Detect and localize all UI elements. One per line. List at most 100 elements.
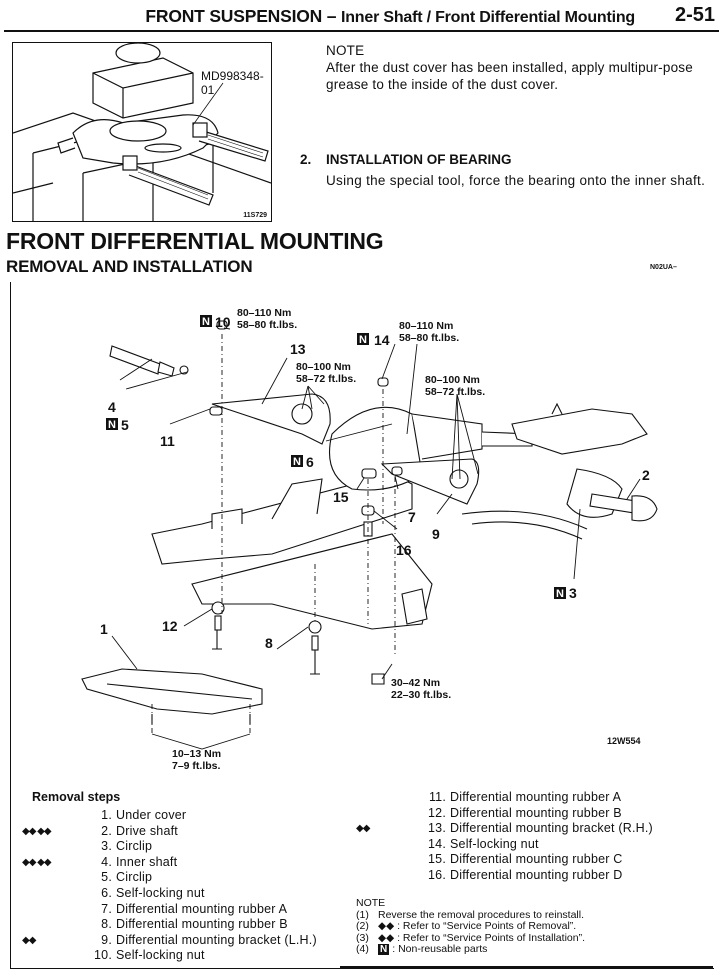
nut-14 <box>377 377 389 387</box>
callout-5: 5 <box>121 417 129 433</box>
torque-10-ftlbs: 58–80 ft.lbs. <box>237 319 297 331</box>
step-item: 7.Differential mounting rubber A <box>101 901 288 916</box>
upper-arm-part <box>511 408 648 455</box>
diagram-drawing <box>81 320 658 724</box>
rubber-11 <box>209 406 223 416</box>
section-code: N02UA– <box>650 264 677 271</box>
removal-steps-right: 11.Differential mounting rubber A 12.Dif… <box>356 790 706 884</box>
callout-3: 3 <box>569 585 577 601</box>
callout-15: 15 <box>333 489 349 505</box>
rubber-15 <box>361 468 377 479</box>
note-legend-item: (2)◆◆ : Refer to “Service Points of Remo… <box>356 920 577 933</box>
crossmember-part <box>151 473 413 565</box>
note-dust-cover: NOTE After the dust cover has been insta… <box>326 42 706 93</box>
torque-specs: 80–110 Nm 58–80 ft.lbs. 80–110 Nm 58–80 … <box>172 307 641 772</box>
step-item: 5.Circlip <box>101 870 153 885</box>
note-legend-item: (3)◆◆ : Refer to “Service Points of Inst… <box>356 931 585 944</box>
callout-1: 1 <box>100 621 108 637</box>
torque-14-ftlbs: 58–80 ft.lbs. <box>399 332 459 344</box>
callout-7: 7 <box>408 509 416 525</box>
callout-6: 6 <box>306 454 314 470</box>
tool-part-number: MD998348-01 <box>201 69 264 97</box>
section-title: FRONT DIFFERENTIAL MOUNTING <box>6 228 384 254</box>
header-section: FRONT SUSPENSION <box>145 6 323 26</box>
step-item: 11.Differential mounting rubber A <box>428 790 622 804</box>
nonreusable-marker-6: N <box>293 456 301 468</box>
removal-steps-left: 1.Under cover ◆◆ ◆◆2.Drive shaft 3.Circl… <box>22 808 352 964</box>
callout-14: 14 <box>374 332 390 348</box>
step-item: 8.Differential mounting rubber B <box>101 917 288 932</box>
service-point-icon: ◆◆ <box>356 823 370 835</box>
service-point-icon: ◆◆ <box>22 934 36 946</box>
header-subsection: Inner Shaft / Front Differential Mountin… <box>340 9 635 26</box>
removal-steps-title: Removal steps <box>32 790 121 804</box>
step-item: 16.Differential mounting rubber D <box>428 867 623 882</box>
torque-9-nm: 80–100 Nm <box>425 374 480 386</box>
step-item: ◆◆ ◆◆4.Inner shaft <box>22 854 178 869</box>
bracket-rh-part <box>211 393 331 445</box>
callout-9: 9 <box>432 526 440 542</box>
torque-1-nm: 10–13 Nm <box>172 748 221 760</box>
service-point-icon: ◆◆ ◆◆ <box>22 856 52 868</box>
step-item: 1.Under cover <box>101 808 187 822</box>
step-2-body: Using the special tool, force the bearin… <box>326 173 706 188</box>
torque-14-nm: 80–110 Nm <box>399 320 453 332</box>
removal-symbol-icon: ◆◆ <box>378 920 395 933</box>
step-2-title: INSTALLATION OF BEARING <box>326 152 512 167</box>
callout-11: 11 <box>160 433 175 449</box>
torque-9-ftlbs: 58–72 ft.lbs. <box>425 386 485 398</box>
step-item: 6.Self-locking nut <box>101 885 205 900</box>
callout-4: 4 <box>108 399 116 415</box>
callout-12: 12 <box>162 618 178 634</box>
step-item: ◆◆9.Differential mounting bracket (L.H.) <box>22 932 317 947</box>
page-header: FRONT SUSPENSION – Inner Shaft / Front D… <box>0 0 723 34</box>
tool-figure-code: 11S729 <box>243 212 267 219</box>
torque-1-ftlbs: 7–9 ft.lbs. <box>172 760 221 772</box>
nonreusable-badge-14 <box>357 333 369 345</box>
nut-10 <box>216 320 228 330</box>
torque-10-nm: 80–110 Nm <box>237 307 291 319</box>
step-item: 15.Differential mounting rubber C <box>428 852 623 867</box>
service-point-icon: ◆◆ ◆◆ <box>22 825 52 837</box>
note-title: NOTE <box>326 43 365 58</box>
step-item: 12.Differential mounting rubber B <box>428 805 622 820</box>
tool-illustration <box>13 43 271 221</box>
callout-8: 8 <box>265 635 273 651</box>
step-item: 14.Self-locking nut <box>428 836 539 851</box>
header-rule <box>4 30 719 32</box>
leader-lines <box>111 327 641 750</box>
special-tool-figure: MD998348-01 11S729 <box>12 42 272 222</box>
step-2-number: 2. <box>300 152 312 167</box>
bottom-rule <box>340 966 713 968</box>
installation-symbol-icon: ◆◆ <box>378 931 395 944</box>
callout-16: 16 <box>396 542 412 558</box>
step-item: ◆◆ ◆◆2.Drive shaft <box>22 823 178 838</box>
under-cover-part <box>81 668 263 715</box>
torque-16-nm: 30–42 Nm <box>391 677 440 689</box>
rubber-12 <box>211 601 225 615</box>
page-number: 2-51 <box>674 4 715 26</box>
torque-16-ftlbs: 22–30 ft.lbs. <box>391 689 451 701</box>
bracket-lh-part <box>380 458 480 505</box>
inner-shaft-part <box>109 345 161 375</box>
nonreusable-marker-5: N <box>108 419 116 431</box>
rubber-7 <box>391 466 403 476</box>
nonreusable-badge-5 <box>106 418 118 430</box>
note-legend-item: (4)N: Non-reusable parts <box>356 943 488 956</box>
nonreusable-badge-6 <box>291 455 303 467</box>
nonreusable-marker-10: N <box>202 316 210 328</box>
section-subtitle: REMOVAL AND INSTALLATION <box>6 257 253 276</box>
nonreusable-badge-10 <box>200 315 212 327</box>
note-legend-title: NOTE <box>356 897 386 909</box>
rubber-8 <box>308 620 322 634</box>
step-item: 3.Circlip <box>101 839 153 854</box>
diagram-svg: 1 2 N 3 4 N 5 N 6 7 8 9 N 10 11 12 13 N … <box>81 307 658 772</box>
note-body: After the dust cover has been installed,… <box>326 60 693 92</box>
torque-13-nm: 80–100 Nm <box>296 361 351 373</box>
diagram-figure-code: 12W554 <box>607 736 641 746</box>
diagram-frame <box>10 282 714 969</box>
callout-2: 2 <box>642 467 650 483</box>
callout-13: 13 <box>290 341 306 357</box>
nonreusable-marker-3: N <box>556 588 564 600</box>
nonreusable-marker-14: N <box>359 334 367 346</box>
